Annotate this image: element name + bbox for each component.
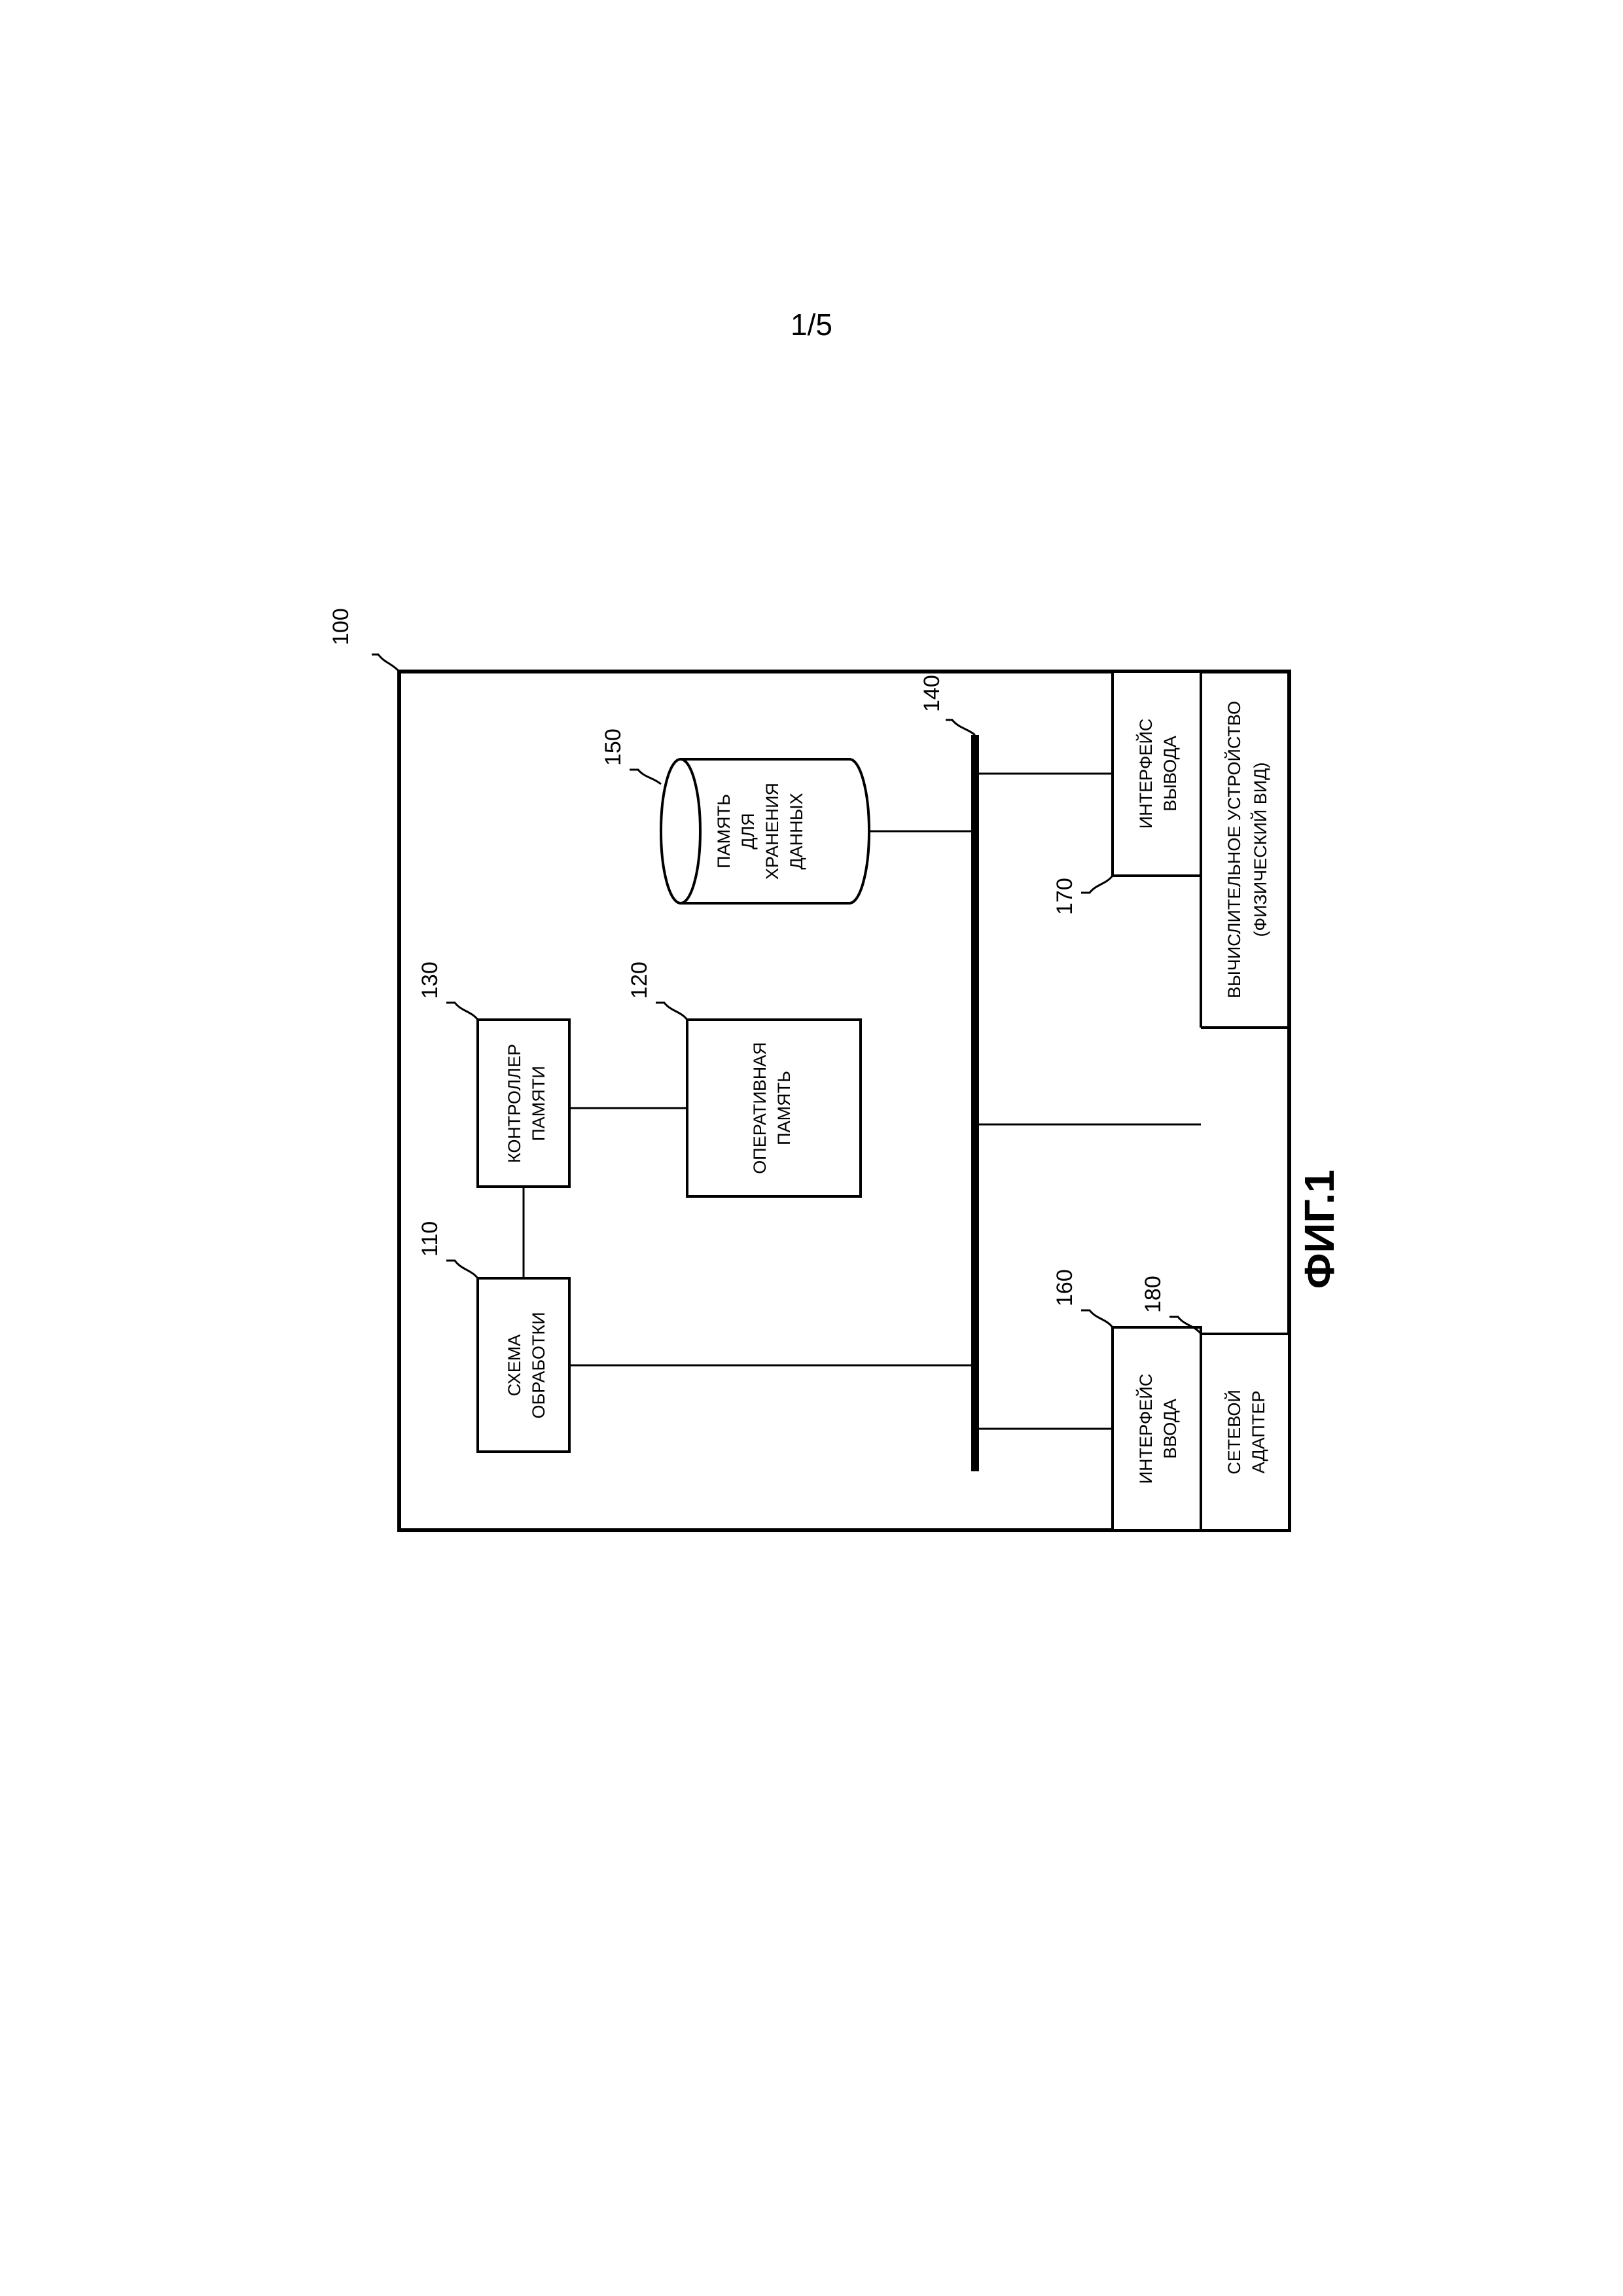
storage-line1: ПАМЯТЬ — [714, 794, 734, 869]
processing-ref: 110 — [418, 1221, 442, 1257]
ram-line1: ОПЕРАТИВНАЯ — [750, 1042, 770, 1174]
bus-ref: 140 — [919, 675, 944, 712]
ram-ref-leader — [656, 1003, 687, 1020]
output-interface-box — [1113, 672, 1201, 876]
computing-device-diagram: 100 ВЫЧИСЛИТЕЛЬНОЕ УСТРОЙСТВО (ФИЗИЧЕСКИ… — [329, 608, 1343, 1530]
device-ref-leader — [372, 655, 399, 672]
output-ref-leader — [1081, 876, 1113, 893]
output-interface-line1: ИНТЕРФЕЙС — [1135, 719, 1156, 829]
processing-circuit-line1: СХЕМА — [505, 1335, 524, 1397]
storage-ref-leader — [630, 770, 661, 784]
figure-caption: ФИГ.1 — [1296, 1170, 1343, 1289]
page-number: 1/5 — [791, 308, 832, 342]
input-interface-line1: ИНТЕРФЕЙС — [1135, 1374, 1156, 1484]
device-label-line2: (ФИЗИЧЕСКИЙ ВИД) — [1250, 762, 1270, 937]
input-interface-line2: ВВОДА — [1160, 1399, 1180, 1459]
memctrl-ref-leader — [446, 1003, 478, 1020]
device-ref: 100 — [329, 608, 353, 645]
storage-ref: 150 — [601, 728, 626, 766]
storage-line3: ХРАНЕНИЯ — [762, 783, 782, 880]
network-adapter-line2: АДАПТЕР — [1249, 1391, 1268, 1474]
device-label-line1: ВЫЧИСЛИТЕЛЬНОЕ УСТРОЙСТВО — [1224, 701, 1244, 998]
processing-ref-leader — [446, 1261, 478, 1278]
network-adapter-box — [1201, 1334, 1289, 1530]
network-adapter-ref: 180 — [1141, 1276, 1166, 1313]
bus-ref-leader — [946, 720, 975, 735]
memory-controller-line2: ПАМЯТИ — [529, 1066, 548, 1141]
storage-line2: ДЛЯ — [738, 813, 758, 850]
output-interface-ref: 170 — [1052, 878, 1077, 915]
input-ref-leader — [1081, 1310, 1113, 1327]
memory-controller-line1: КОНТРОЛЛЕР — [505, 1044, 524, 1163]
ram-line2: ПАМЯТЬ — [774, 1071, 794, 1145]
output-interface-line2: ВЫВОДА — [1160, 736, 1180, 812]
ram-ref: 120 — [627, 961, 652, 999]
input-interface-box — [1113, 1327, 1201, 1530]
input-interface-ref: 160 — [1052, 1269, 1077, 1306]
memctrl-ref: 130 — [418, 961, 442, 999]
network-adapter-line1: СЕТЕВОЙ — [1224, 1390, 1244, 1475]
processing-circuit-line2: ОБРАБОТКИ — [529, 1312, 548, 1419]
storage-line4: ДАННЫХ — [787, 793, 806, 869]
